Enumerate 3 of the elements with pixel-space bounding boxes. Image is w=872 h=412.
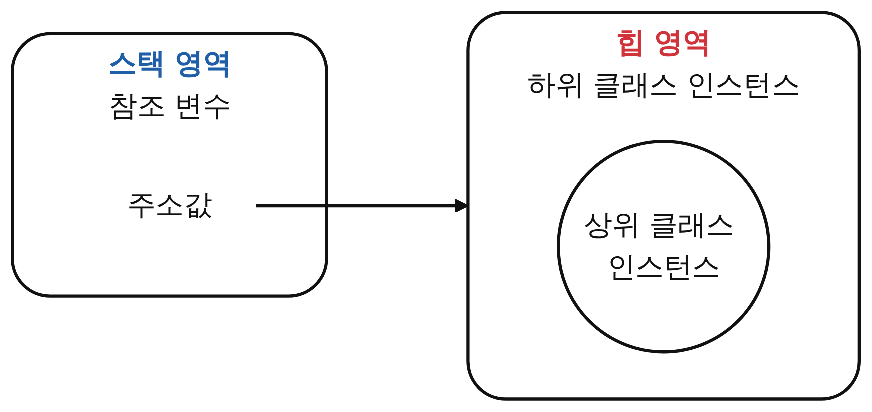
node-text: 주소값 — [127, 190, 212, 222]
arrow — [256, 199, 469, 213]
node-circle: 상위 클래스 인스턴스 — [556, 140, 771, 354]
